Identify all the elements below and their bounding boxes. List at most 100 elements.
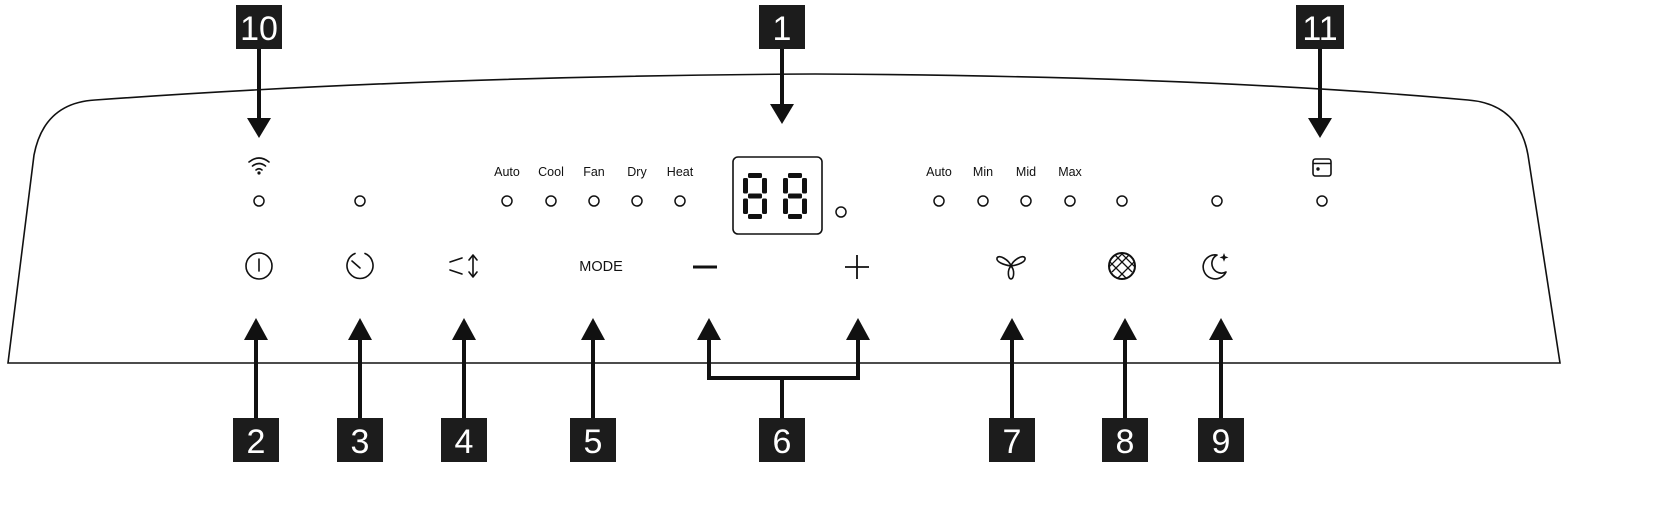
fan-label-auto: Auto — [926, 165, 952, 179]
svg-text:6: 6 — [773, 423, 792, 461]
tank-led — [1316, 195, 1328, 207]
swing-icon — [449, 254, 478, 278]
filter-led — [1116, 195, 1128, 207]
svg-text:9: 9 — [1212, 423, 1231, 461]
arrow-head — [1000, 318, 1024, 340]
arrow-head — [247, 118, 271, 138]
display-segment — [783, 198, 788, 214]
callout-7: 7 — [989, 418, 1035, 462]
display-segment — [802, 198, 807, 214]
sleep-icon — [1202, 253, 1229, 280]
display-segment — [743, 178, 748, 194]
callout-5: 5 — [570, 418, 616, 462]
mode-led-fan — [588, 195, 600, 207]
display-segment — [788, 173, 802, 178]
fan-icon — [996, 255, 1026, 280]
arrow-head — [1308, 118, 1332, 138]
filter-button[interactable] — [1102, 246, 1142, 284]
callout-2: 2 — [233, 418, 279, 462]
arrow-head — [1209, 318, 1233, 340]
swing-button[interactable] — [449, 254, 478, 278]
indicator-leds — [253, 195, 1328, 218]
svg-text:7: 7 — [1003, 423, 1022, 461]
temp-up-button[interactable] — [845, 255, 869, 279]
power-button[interactable] — [245, 252, 273, 280]
svg-text:3: 3 — [351, 423, 370, 461]
callout-6: 6 — [759, 418, 805, 462]
fan-led-min — [977, 195, 989, 207]
svg-text:4: 4 — [455, 423, 474, 461]
display-segment — [762, 198, 767, 214]
wifi-led — [253, 195, 265, 207]
mode-label-heat: Heat — [667, 165, 694, 179]
callout-4: 4 — [441, 418, 487, 462]
callout-8: 8 — [1102, 418, 1148, 462]
fan-led-mid — [1020, 195, 1032, 207]
timer-icon — [346, 252, 374, 280]
display-segment — [748, 193, 762, 199]
display-segment — [762, 178, 767, 194]
arrow-head — [1113, 318, 1137, 340]
wifi-icon — [248, 157, 270, 175]
svg-text:5: 5 — [584, 423, 603, 461]
display-segment — [788, 214, 802, 219]
fan-label-max: Max — [1058, 165, 1082, 179]
arrow-head — [581, 318, 605, 340]
callout-9: 9 — [1198, 418, 1244, 462]
display-segment — [783, 178, 788, 194]
mode-label-dry: Dry — [627, 165, 647, 179]
mode-led-cool — [545, 195, 557, 207]
power-icon — [245, 252, 273, 280]
mode-label-auto: Auto — [494, 165, 520, 179]
callout-1: 1 — [759, 5, 805, 49]
svg-text:10: 10 — [240, 10, 278, 48]
mode-button-label: MODE — [579, 259, 623, 275]
mode-button[interactable]: MODE — [579, 259, 623, 275]
display-segment — [802, 178, 807, 194]
filter-icon — [1108, 252, 1136, 280]
svg-text:1: 1 — [773, 10, 792, 48]
callout-3: 3 — [337, 418, 383, 462]
mode-led-auto — [501, 195, 513, 207]
arrow-head — [846, 318, 870, 340]
mode-labels: Auto Cool Fan Dry Heat — [494, 165, 694, 179]
temperature-display — [732, 156, 823, 235]
timer-button[interactable] — [346, 252, 374, 280]
callout-11: 11 — [1296, 5, 1344, 49]
sleep-led — [1211, 195, 1223, 207]
display-frame — [732, 156, 823, 235]
arrow-head — [348, 318, 372, 340]
mode-label-fan: Fan — [583, 165, 605, 179]
svg-text:11: 11 — [1302, 10, 1337, 48]
svg-text:2: 2 — [247, 423, 266, 461]
arrow-head — [452, 318, 476, 340]
panel-outline — [7, 73, 1561, 364]
arrow-head — [697, 318, 721, 340]
mode-led-heat — [674, 195, 686, 207]
callout-labels: 10 1 11 2 3 4 5 6 — [233, 5, 1344, 462]
display-segment — [743, 198, 748, 214]
mode-led-dry — [631, 195, 643, 207]
arrow-head — [770, 104, 794, 124]
fan-led-max — [1064, 195, 1076, 207]
water-tank-icon — [1312, 158, 1332, 177]
mode-label-cool: Cool — [538, 165, 564, 179]
svg-text:8: 8 — [1116, 423, 1135, 461]
fan-speed-labels: Auto Min Mid Max — [926, 165, 1082, 179]
fan-button[interactable] — [996, 255, 1026, 280]
display-segment — [788, 193, 802, 199]
fan-label-mid: Mid — [1016, 165, 1036, 179]
fan-label-min: Min — [973, 165, 993, 179]
degree-led — [835, 206, 847, 218]
display-segment — [748, 214, 762, 219]
fan-led-auto — [933, 195, 945, 207]
display-segment — [748, 173, 762, 178]
callout-arrows — [244, 49, 1332, 418]
timer-led — [354, 195, 366, 207]
callout-10: 10 — [236, 5, 282, 49]
display-digits — [743, 173, 807, 219]
plus-icon — [845, 255, 869, 279]
arrow-head — [244, 318, 268, 340]
sleep-button[interactable] — [1202, 253, 1229, 280]
